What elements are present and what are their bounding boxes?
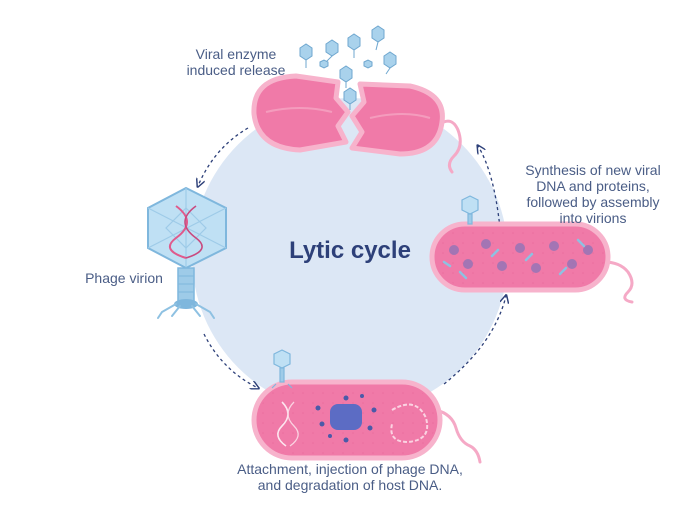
cell-flagellum-icon (438, 119, 462, 174)
diagram-title: Lytic cycle (289, 237, 411, 264)
bursting-cell (251, 73, 462, 174)
released-phage-icon (347, 33, 361, 58)
stage-attachment-label: Attachment, injection of phage DNA, and … (237, 461, 463, 493)
attachment-cell (251, 349, 482, 464)
attached-phage-icon (271, 349, 293, 389)
attached-phage-icon (461, 195, 479, 225)
released-phage-icon (363, 59, 373, 69)
cell-left-half (251, 73, 351, 153)
released-phage-icon (383, 51, 397, 75)
cycle-background-circle (192, 98, 508, 414)
released-phage-icon (299, 43, 313, 68)
released-phage-icon (319, 59, 329, 69)
synthesis-cell (429, 195, 634, 304)
stage-release-label: Viral enzyme induced release (186, 46, 286, 78)
cycle-arrows (198, 127, 506, 388)
stage-synthesis-label: Synthesis of new viral DNA and proteins,… (525, 162, 661, 226)
arrow-synthesis-to-release (478, 146, 501, 229)
cell-flagellum-icon (434, 408, 482, 464)
arrow-virion-to-attachment (203, 333, 258, 388)
cell-flagellum-icon (602, 260, 634, 304)
phage-virion-icon (147, 186, 227, 319)
stage-virion-label: Phage virion (85, 270, 163, 286)
cell-right-half (349, 81, 445, 157)
arrow-release-to-virion (198, 127, 249, 186)
arrow-attachment-to-synthesis (443, 296, 506, 385)
released-phages (299, 25, 397, 110)
released-phage-icon (371, 25, 385, 51)
released-phage-icon (343, 87, 357, 110)
released-phage-icon (325, 39, 339, 63)
released-phage-icon (339, 65, 353, 88)
